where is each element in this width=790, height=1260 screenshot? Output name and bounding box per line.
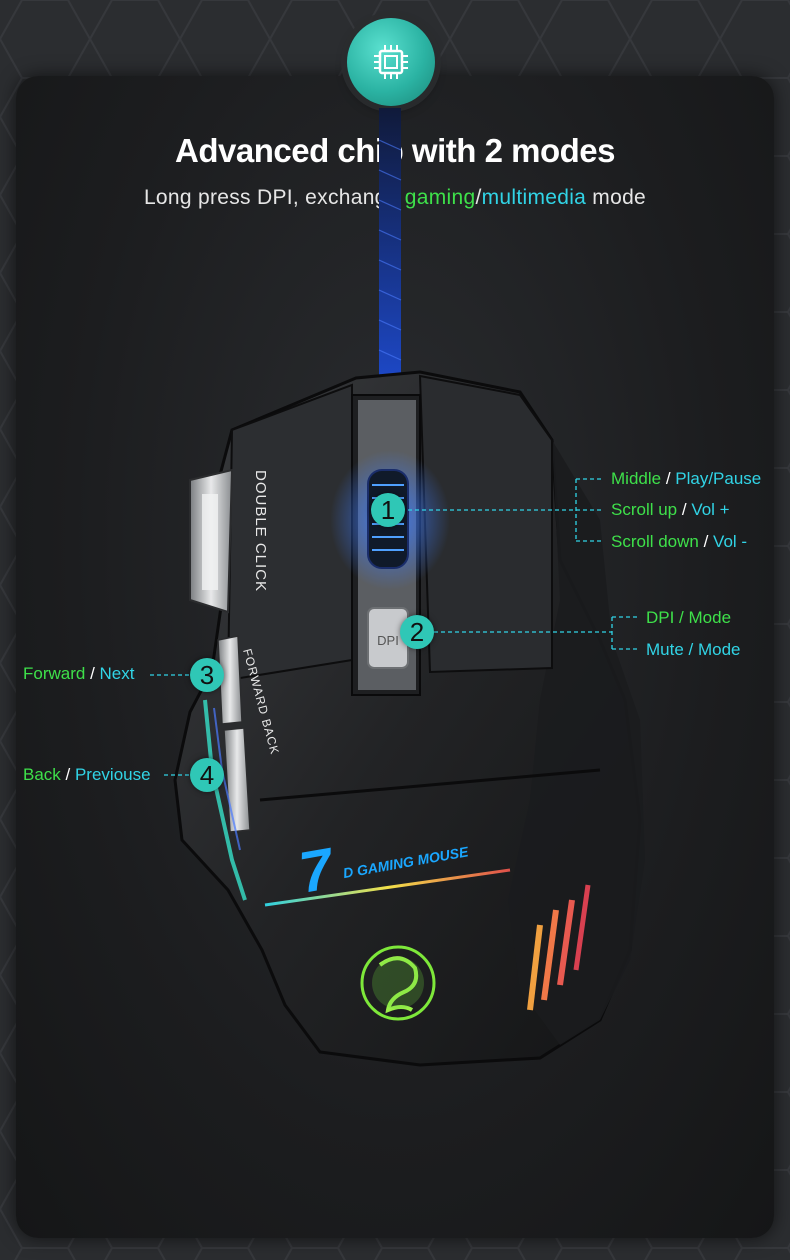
callout-number-1: 1 <box>371 493 405 527</box>
callout-3-label: Forward / Next <box>23 664 135 683</box>
callout-number-3: 3 <box>190 658 224 692</box>
double-click-text: DOUBLE CLICK <box>252 470 269 592</box>
dpi-key-label: DPI <box>377 633 399 648</box>
chip-badge <box>347 18 435 106</box>
callout-number-2: 2 <box>400 615 434 649</box>
cable <box>379 108 401 398</box>
callout-number-4: 4 <box>190 758 224 792</box>
callout-2-item-2: Mute / Mode <box>646 640 741 659</box>
page-subtitle: Long press DPI, exchange gaming/multimed… <box>0 186 790 210</box>
subtitle-prefix: Long press DPI, exchange <box>143 186 405 209</box>
chip-icon <box>374 45 408 79</box>
subtitle-multimedia: multimedia <box>481 186 587 209</box>
subtitle-gaming: gaming <box>404 186 476 209</box>
subtitle-separator: / <box>475 186 482 209</box>
callout-1-item-1: Middle / Play/Pause <box>611 469 762 488</box>
callout-1-item-2: Scroll up / Vol + <box>611 500 730 519</box>
callout-1-item-3: Scroll down / Vol - <box>611 532 748 551</box>
forward-button <box>217 635 243 725</box>
dragon-emblem-icon <box>360 945 436 1021</box>
callout-4-label: Back / Previouse <box>23 765 151 784</box>
callout-2-item-1: DPI / Mode <box>646 608 732 627</box>
subtitle-suffix: mode <box>586 186 647 209</box>
